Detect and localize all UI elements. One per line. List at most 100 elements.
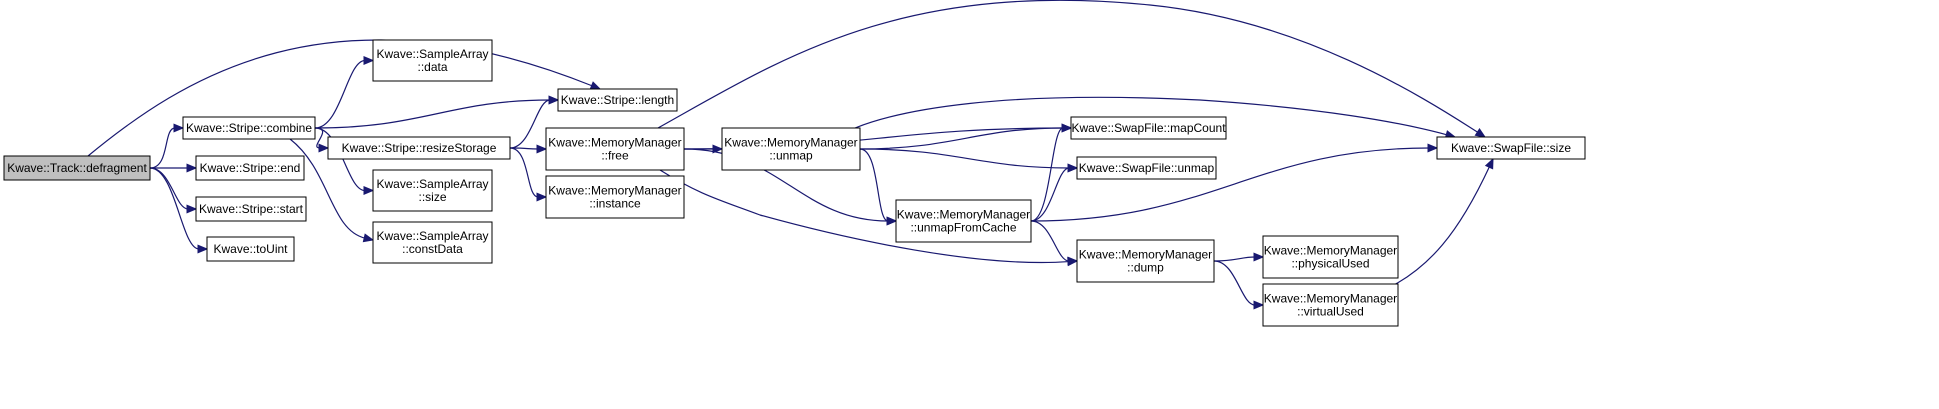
node-label: Kwave::Stripe::start — [199, 202, 304, 216]
edge-line — [859, 148, 1070, 169]
edge-line — [683, 148, 889, 222]
arrowhead — [712, 144, 724, 154]
node-sf_size[interactable]: Kwave::SwapFile::size — [1436, 136, 1586, 160]
node-box — [557, 88, 678, 112]
node-length[interactable]: Kwave::Stripe::length — [557, 88, 678, 112]
arrowhead — [1061, 123, 1073, 133]
edge-mm_unmapFromCache-to-mm_dump — [1030, 220, 1079, 266]
node-mm_physicalUsed[interactable]: Kwave::MemoryManager::physicalUsed — [1262, 235, 1399, 279]
node-label: Kwave::MemoryManager — [548, 184, 681, 198]
node-sa_data[interactable]: Kwave::SampleArray::data — [372, 39, 493, 82]
node-label: ::unmapFromCache — [910, 221, 1016, 235]
node-label: ::instance — [589, 197, 641, 211]
node-label: Kwave::toUint — [213, 242, 288, 256]
arrowhead — [548, 95, 560, 105]
node-label: Kwave::Stripe::end — [200, 161, 301, 175]
node-start[interactable]: Kwave::Stripe::start — [195, 196, 307, 222]
node-box — [195, 196, 307, 222]
arrowhead — [536, 192, 548, 202]
node-sf_unmap[interactable]: Kwave::SwapFile::unmap — [1076, 156, 1217, 180]
node-label: Kwave::Stripe::length — [561, 93, 674, 107]
edge-mm_unmap-to-sf_size — [854, 96, 1457, 139]
arrowhead — [197, 244, 209, 254]
node-resizeStorage[interactable]: Kwave::Stripe::resizeStorage — [327, 136, 511, 160]
node-box — [195, 155, 305, 181]
node-end[interactable]: Kwave::Stripe::end — [195, 155, 305, 181]
node-mm_unmapFromCache[interactable]: Kwave::MemoryManager::unmapFromCache — [895, 199, 1032, 243]
edge-line — [149, 167, 189, 210]
node-box — [372, 39, 493, 82]
edge-line — [1379, 166, 1491, 293]
node-mm_free[interactable]: Kwave::MemoryManager::free — [545, 127, 685, 171]
edge-combine-to-sa_constData — [289, 138, 375, 243]
edge-line — [1030, 220, 1070, 262]
edge-mm_free-to-sf_size — [657, 0, 1487, 138]
edge-line — [1030, 127, 1064, 222]
node-label: Kwave::MemoryManager — [1264, 244, 1397, 258]
node-label: Kwave::SampleArray — [376, 47, 488, 61]
node-label: Kwave::SampleArray — [376, 177, 488, 191]
node-box — [1076, 239, 1215, 283]
node-combine[interactable]: Kwave::Stripe::combine — [182, 116, 316, 140]
arrowhead — [1427, 143, 1439, 153]
node-sa_size[interactable]: Kwave::SampleArray::size — [372, 169, 493, 212]
edge-combine-to-length — [314, 95, 560, 129]
node-defragment: Kwave::Track::defragment — [3, 155, 151, 181]
edge-resizeStorage-to-mm_instance — [509, 147, 548, 202]
node-label: Kwave::Stripe::combine — [186, 121, 312, 135]
node-box — [206, 236, 295, 262]
edge-mm_unmapFromCache-to-sf_size — [1030, 143, 1439, 222]
node-label: Kwave::MemoryManager — [897, 208, 1030, 222]
node-label: ::data — [417, 60, 447, 74]
node-label: Kwave::MemoryManager — [548, 136, 681, 150]
edge-line — [854, 96, 1448, 136]
node-label: Kwave::MemoryManager — [1079, 248, 1212, 262]
edge-mm_unmapFromCache-to-sf_unmap — [1030, 163, 1079, 222]
node-mm_unmap[interactable]: Kwave::MemoryManager::unmap — [721, 127, 861, 171]
arrowhead — [1253, 252, 1265, 262]
arrowhead — [363, 185, 375, 196]
edge-line — [289, 138, 366, 239]
edge-mm_unmapFromCache-to-sf_mapCount — [1030, 123, 1073, 222]
arrowhead — [186, 163, 198, 173]
node-label: Kwave::SampleArray — [376, 229, 488, 243]
node-box — [372, 221, 493, 264]
node-mm_dump[interactable]: Kwave::MemoryManager::dump — [1076, 239, 1215, 283]
edge-combine-to-sa_data — [314, 55, 375, 129]
arrowhead — [536, 144, 548, 154]
node-box — [545, 175, 685, 219]
edge-line — [509, 147, 539, 198]
node-sf_mapCount[interactable]: Kwave::SwapFile::mapCount — [1070, 116, 1227, 140]
edge-resizeStorage-to-length — [509, 95, 560, 149]
node-box — [1262, 283, 1399, 327]
node-box — [895, 199, 1032, 243]
arrowhead — [186, 204, 198, 214]
arrowhead — [589, 81, 602, 90]
edge-line — [149, 167, 200, 250]
edge-line — [1213, 260, 1256, 306]
node-label: ::physicalUsed — [1291, 257, 1369, 271]
arrowhead — [1253, 300, 1265, 310]
edge-mm_virtualUsed-to-sf_size — [1379, 157, 1494, 293]
node-label: ::dump — [1127, 261, 1164, 275]
edge-line — [1213, 256, 1256, 262]
edge-mm_dump-to-mm_physicalUsed — [1213, 252, 1265, 262]
node-box — [721, 127, 861, 171]
node-box — [1070, 116, 1227, 140]
node-box — [3, 155, 151, 181]
node-toUint[interactable]: Kwave::toUint — [206, 236, 295, 262]
node-mm_virtualUsed[interactable]: Kwave::MemoryManager::virtualUsed — [1262, 283, 1399, 327]
edge-resizeStorage-to-mm_free — [509, 144, 548, 154]
node-box — [545, 127, 685, 171]
arrowhead — [318, 143, 330, 153]
node-box — [1076, 156, 1217, 180]
arrowhead — [1067, 163, 1079, 173]
node-label: ::size — [418, 190, 446, 204]
node-sa_constData[interactable]: Kwave::SampleArray::constData — [372, 221, 493, 264]
node-label: Kwave::Track::defragment — [7, 161, 147, 175]
edge-mm_unmap-to-mm_unmapFromCache — [859, 148, 898, 226]
node-box — [327, 136, 511, 160]
node-box — [1436, 136, 1586, 160]
node-label: ::unmap — [769, 149, 813, 163]
node-mm_instance[interactable]: Kwave::MemoryManager::instance — [545, 175, 685, 219]
